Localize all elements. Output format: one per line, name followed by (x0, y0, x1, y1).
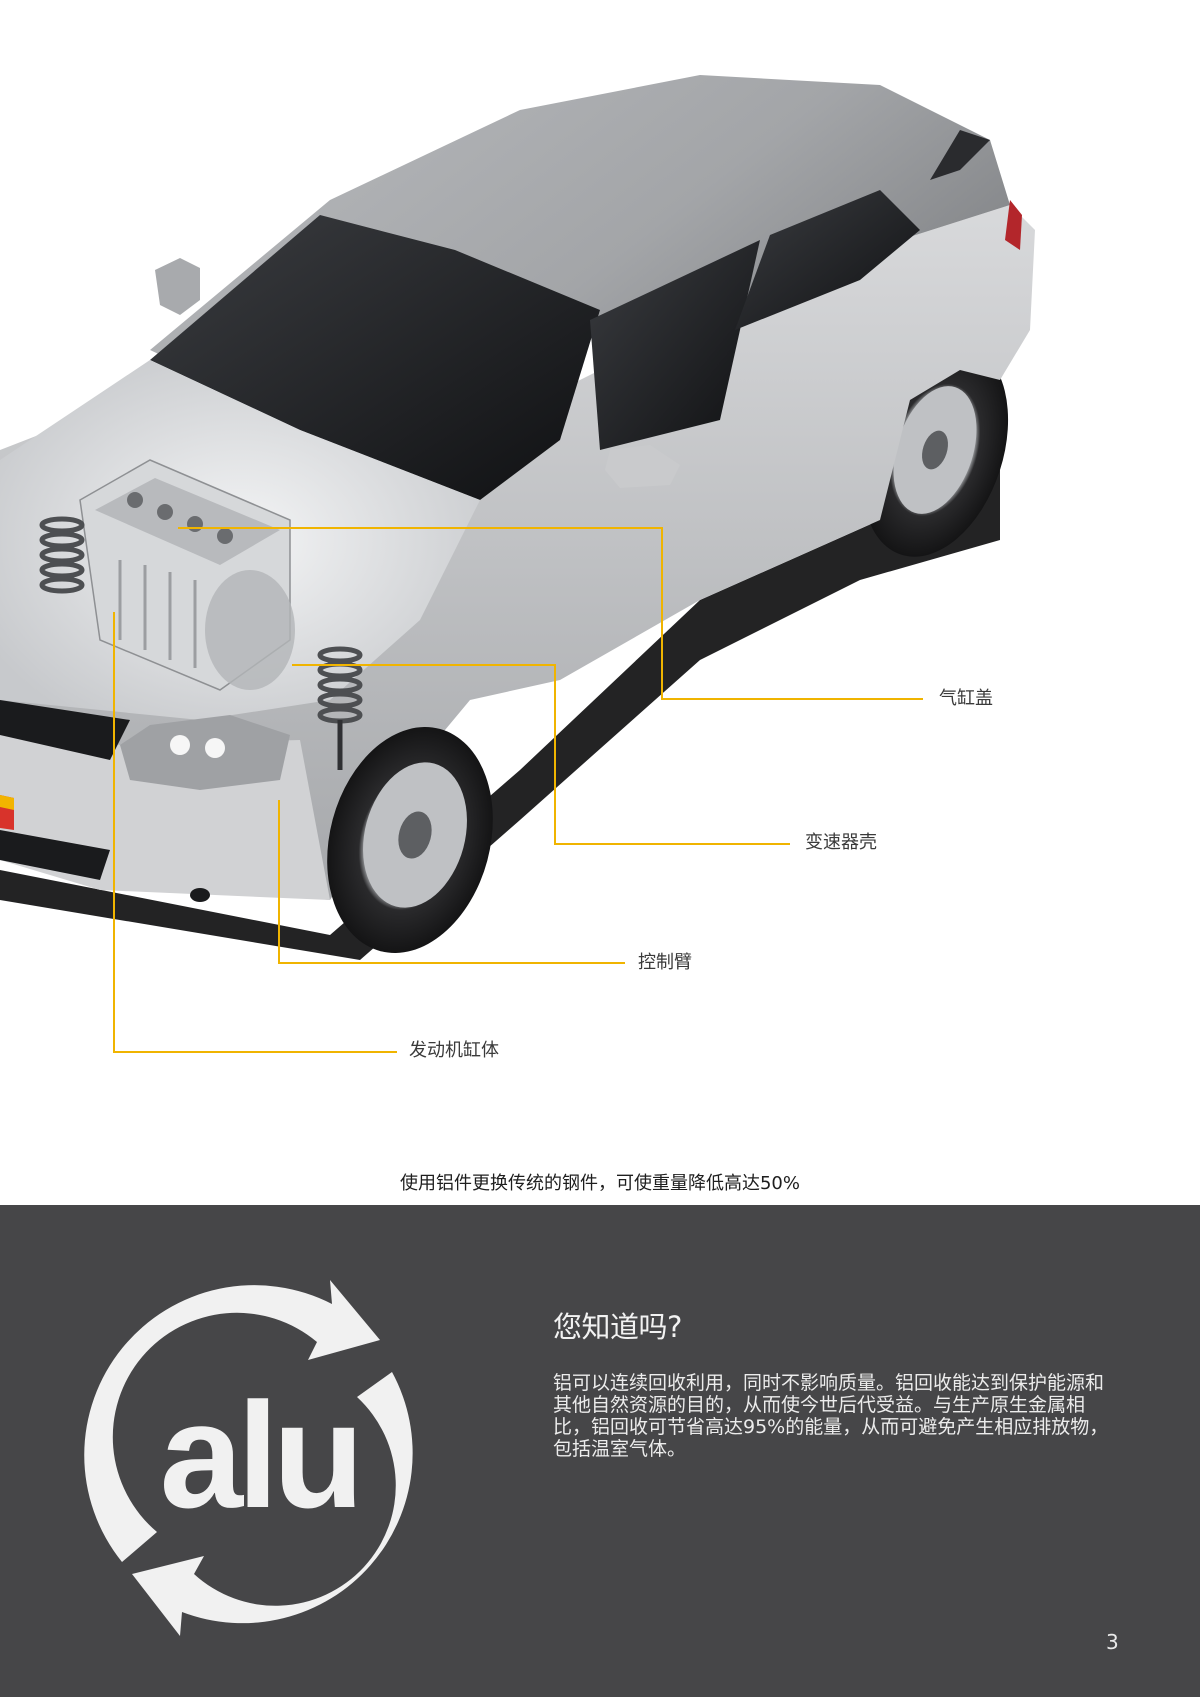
callout-label-engine-block: 发动机缸体 (409, 1040, 499, 1061)
info-title: 您知道吗? (553, 1310, 682, 1344)
front-wheel (327, 727, 493, 953)
front-right-spring (317, 646, 363, 770)
info-body: 铝可以连续回收利用，同时不影响质量。铝回收能达到保护能源和其他自然资源的目的，从… (553, 1372, 1109, 1460)
callout-line-engine-block (113, 612, 397, 1053)
car-cutaway-illustration (0, 75, 1035, 1053)
callout-label-transmission-housing: 变速器壳 (805, 832, 877, 853)
callout-line-transmission-housing (292, 664, 790, 845)
caption-text: 使用铝件更换传统的钢件，可使重量降低高达50% (399, 1173, 800, 1194)
callout-label-control-arm: 控制臂 (638, 952, 692, 973)
front-left-spring (39, 516, 85, 594)
engine (79, 459, 295, 691)
logo-text: alu (160, 1371, 359, 1539)
callout-label-cylinder-head: 气缸盖 (939, 688, 993, 709)
recycle-arrows-icon: alu (84, 1280, 413, 1636)
callout-lines (113, 527, 923, 1053)
figure-caption: 使用铝件更换传统的钢件，可使重量降低高达50% (0, 1175, 1200, 1193)
callout-line-cylinder-head (178, 527, 923, 700)
page-number: 3 (1106, 1630, 1119, 1654)
callout-line-control-arm (278, 800, 625, 964)
